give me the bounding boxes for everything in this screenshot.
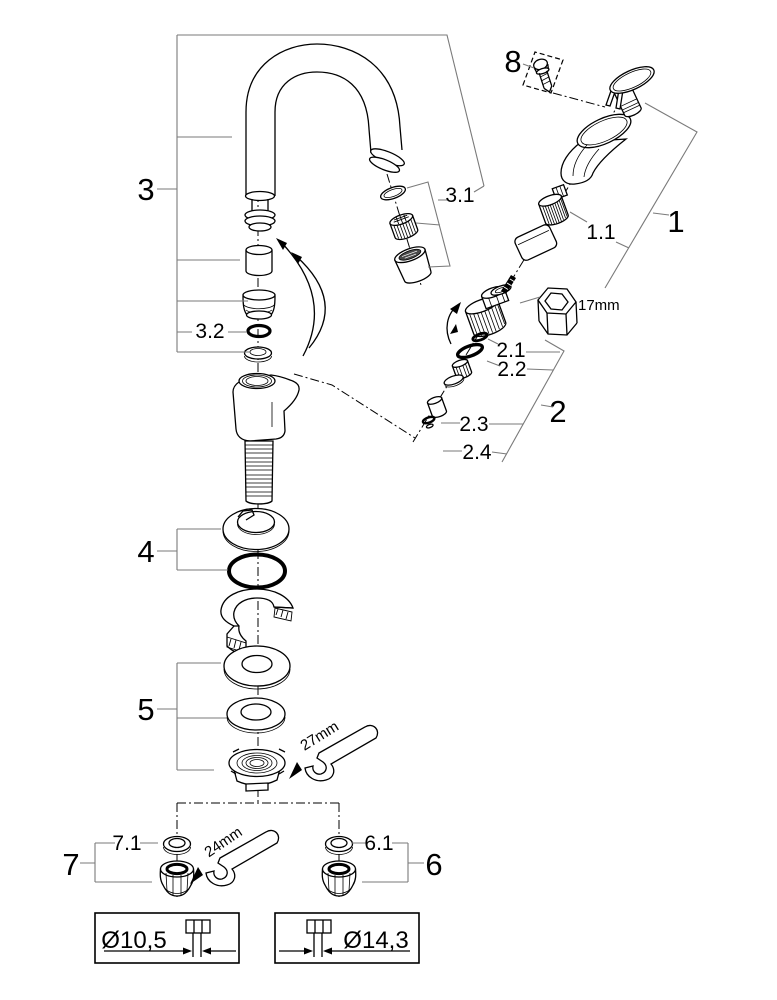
aerator-insert: [389, 212, 419, 241]
dim-arrow-right-icon: [304, 947, 313, 955]
base-o-ring: [227, 552, 287, 590]
label-2-3: 2.3: [459, 413, 488, 436]
label-7-1: 7.1: [112, 832, 141, 855]
bracket-4: [157, 528, 228, 571]
slip-washer: [243, 346, 273, 363]
threaded-shank: [244, 440, 274, 505]
wrench-24mm-arrow-icon: [190, 867, 203, 884]
bracket-1: [569, 102, 698, 289]
washer-7-1: [162, 835, 192, 855]
hex-socket-17mm: [537, 287, 578, 336]
body-top-opening: [238, 372, 276, 390]
part-labels: 3 3.1 3.2 8 1 1.1 17mm 2.1 2.2 2 2.3 2.4…: [62, 44, 684, 882]
cartridge-stem: [501, 275, 516, 294]
faucet-body: [232, 372, 300, 505]
wrench-27mm: [289, 724, 379, 782]
bracket-2: [441, 338, 565, 463]
label-4: 4: [137, 534, 154, 569]
coupling-left: [159, 835, 195, 897]
coupling-nut-7: [159, 860, 195, 897]
wedge-spacer: [220, 588, 294, 655]
splined-adapter-1-1: [537, 183, 569, 226]
label-5: 5: [137, 692, 154, 727]
screw-dashed-box: [522, 51, 564, 94]
friction-washer: [226, 697, 286, 734]
label-7: 7: [62, 847, 79, 882]
dim-arrow-right-icon: [183, 947, 192, 955]
rotation-arrow: [446, 302, 461, 345]
disc-washer: [443, 374, 465, 388]
dim-right-value: Ø14,3: [343, 927, 408, 954]
leader-17mm: [519, 296, 541, 304]
bracket-5: [157, 662, 227, 771]
spout-base-fitting: [244, 190, 276, 232]
label-2-4: 2.4: [462, 441, 492, 464]
label-1-1: 1.1: [586, 221, 615, 244]
handle-knob: [560, 113, 632, 185]
gooseneck-spout: [245, 43, 403, 196]
escutcheon-ring: [222, 507, 290, 552]
wrench-27mm-arrow-icon: [289, 762, 302, 779]
leader-8: [522, 63, 535, 69]
guide-sleeve: [245, 244, 273, 277]
washer-6-1: [324, 835, 354, 855]
label-17mm: 17mm: [578, 297, 620, 314]
callout-lines: [80, 34, 698, 883]
coupling-nut-6: [321, 860, 357, 897]
o-ring-2-1: [471, 331, 489, 343]
label-6-1: 6.1: [364, 832, 393, 855]
dim-arrow-left-icon: [202, 947, 211, 955]
o-ring-2-2: [455, 342, 485, 360]
dimension-box-right: Ø14,3: [274, 912, 420, 964]
mounting-nut: [228, 748, 286, 792]
wrench-24mm: [190, 829, 280, 887]
wedge-cut-face-right: [273, 607, 293, 622]
dim-left-value: Ø10,5: [101, 927, 166, 954]
bracket-3: [157, 34, 485, 353]
bracket-3-1: [406, 181, 485, 268]
bracket-7: [80, 842, 158, 883]
label-8: 8: [504, 44, 521, 79]
swivel-arrow: [276, 238, 326, 357]
label-2: 2: [549, 394, 566, 429]
spout-outlet-flange: [368, 148, 405, 173]
label-3-1: 3.1: [445, 184, 474, 207]
mounting-set: [223, 645, 291, 792]
coupling-right: [321, 835, 357, 897]
aerator-o-ring: [379, 185, 407, 201]
label-3: 3: [137, 172, 154, 207]
aerator-shell: [393, 246, 432, 284]
base-washer: [223, 645, 291, 690]
body-to-cartridge-axis: [293, 373, 416, 439]
spout-assembly: [242, 43, 405, 363]
seal-2-4: [421, 415, 436, 429]
screw-8: [522, 51, 564, 94]
extension-piece-2-3: [426, 395, 448, 419]
spout-o-ring: [246, 323, 272, 339]
label-3-2: 3.2: [195, 320, 224, 343]
label-2-1: 2.1: [496, 339, 525, 362]
tube-glyph-left: [185, 919, 211, 957]
escutcheon-group: [222, 507, 290, 590]
label-6: 6: [425, 847, 442, 882]
branch-axis: [176, 788, 340, 898]
dimension-box-left: Ø10,5: [94, 912, 240, 964]
spout-cap-nut: [242, 289, 276, 320]
handle-group: [514, 51, 655, 261]
aerator-group: [379, 185, 432, 284]
spacer-disc: [514, 224, 558, 261]
bracket-6: [352, 842, 424, 883]
dim-arrow-left-icon: [323, 947, 332, 955]
body-casting: [232, 374, 300, 442]
handle-cap: [605, 66, 655, 118]
screw-to-cap-axis: [552, 92, 606, 108]
tube-glyph-right: [306, 919, 332, 957]
label-2-2: 2.2: [497, 358, 526, 381]
cartridge-group: [421, 275, 516, 429]
label-1: 1: [667, 204, 684, 239]
